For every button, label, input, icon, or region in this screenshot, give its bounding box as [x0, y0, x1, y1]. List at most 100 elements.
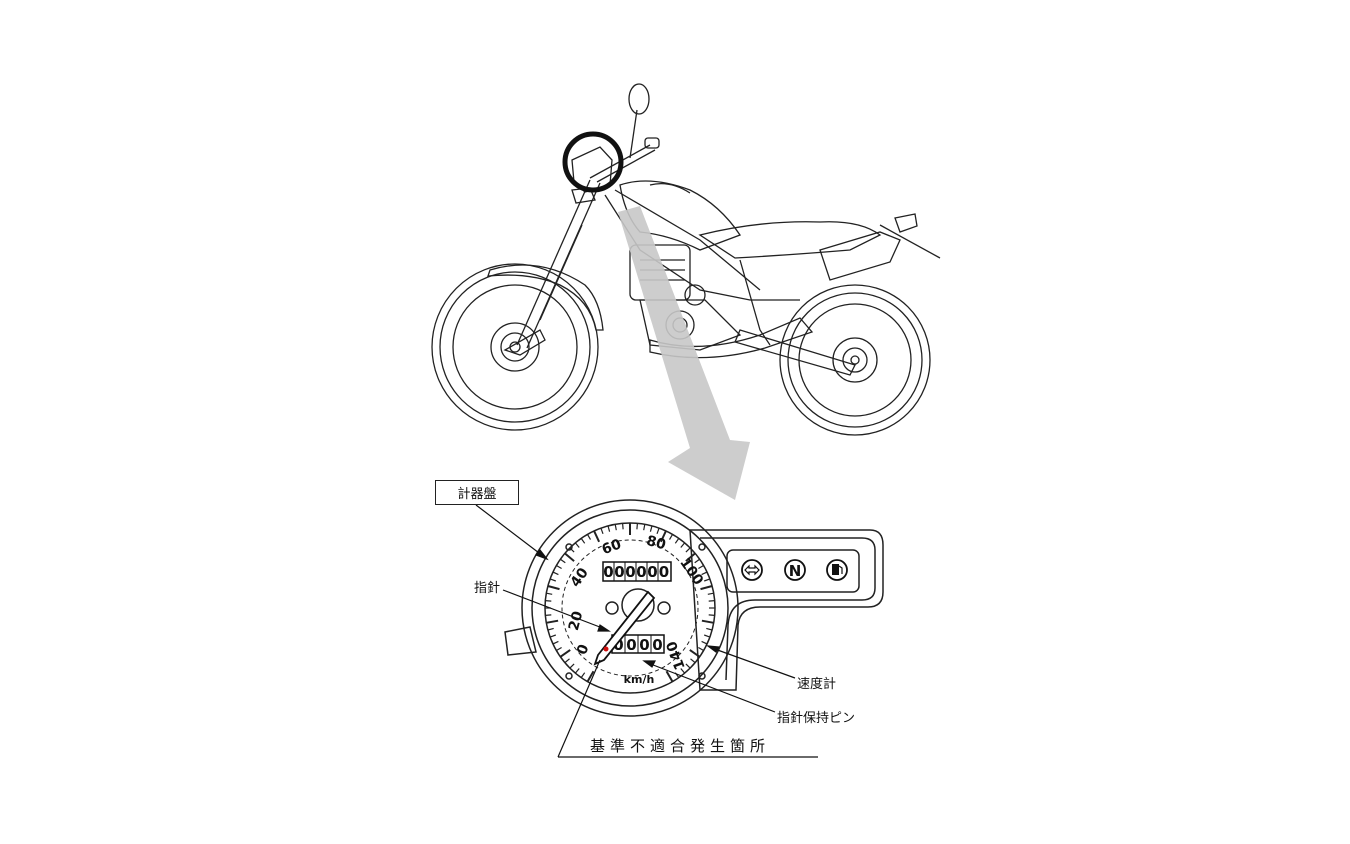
scale-tick	[574, 542, 580, 548]
scale-tick	[569, 663, 575, 669]
scale-tick	[701, 571, 708, 576]
scale-tick	[586, 670, 595, 683]
scale-tick	[685, 663, 691, 669]
scale-tick	[690, 658, 696, 664]
scale-tick	[685, 552, 696, 562]
scale-tick	[680, 668, 686, 674]
scale-tick	[703, 578, 711, 582]
front-fender	[487, 264, 604, 331]
scale-tick	[698, 564, 704, 570]
odometer-digit: 0	[647, 563, 657, 581]
scale-tick	[708, 600, 715, 602]
scale-tick	[600, 527, 604, 535]
scale-tick	[706, 627, 713, 631]
scale-tick	[580, 672, 586, 678]
odometer-digit: 0	[659, 563, 669, 581]
zoom-arrow	[618, 206, 750, 500]
tripmeter-digit: 0	[652, 636, 662, 654]
speed-tick-60: 60	[600, 536, 624, 558]
scale-tick	[649, 525, 653, 532]
indicator-housing	[689, 529, 884, 691]
scale-tick	[703, 634, 711, 638]
seat	[698, 221, 882, 259]
speed-tick-40: 40	[568, 565, 592, 590]
scale-tick	[659, 530, 667, 543]
tripmeter-digit: 0	[626, 636, 636, 654]
scale-tick	[636, 523, 638, 530]
scale-tick	[614, 524, 617, 531]
speed-scale-ticks	[545, 523, 715, 683]
scale-tick	[559, 649, 571, 658]
scale-tick	[674, 538, 680, 544]
scale-tick	[556, 564, 562, 570]
needle-hub	[621, 588, 655, 622]
odometer-digit: 0	[614, 563, 624, 581]
headlight	[571, 146, 613, 204]
scale-tick	[547, 585, 560, 591]
motorcycle-illustration	[431, 83, 941, 436]
scale-tick	[707, 592, 714, 595]
needle-pin-label: 指針保持ピン	[777, 711, 856, 726]
scale-tick	[708, 614, 715, 616]
scale-tick	[668, 534, 674, 540]
tripmeter: 0 0 0 0	[611, 634, 665, 654]
speed-unit: km/h	[624, 673, 655, 686]
scale-tick	[593, 530, 601, 543]
indicator-lamps: N	[741, 559, 848, 581]
speed-tick-140: 140	[664, 639, 689, 672]
scale-tick	[700, 585, 713, 591]
scale-tick	[547, 627, 554, 631]
scale-tick	[546, 619, 559, 624]
fuel-icon	[826, 559, 848, 581]
scale-tick	[545, 600, 552, 602]
front-wheel	[431, 263, 599, 431]
odometer: 0 0 0 0 0 0	[602, 561, 672, 582]
scale-tick	[622, 523, 624, 530]
swingarm	[734, 329, 856, 376]
speedometer-label: 速度計	[797, 677, 837, 692]
scale-tick	[549, 634, 557, 638]
highlight-circle	[562, 131, 624, 193]
scale-tick	[564, 658, 570, 664]
scale-tick	[701, 619, 714, 624]
svg-text:N: N	[789, 562, 802, 580]
tripmeter-digit: 0	[639, 636, 649, 654]
scale-tick	[685, 547, 691, 553]
odometer-digit: 0	[636, 563, 646, 581]
scale-tick	[701, 640, 708, 645]
tail-light	[894, 213, 918, 233]
scale-tick	[549, 578, 557, 582]
scale-tick	[556, 646, 562, 652]
leader-lines	[475, 504, 818, 758]
scale-tick	[665, 670, 674, 683]
instrument-panel-label: 計器盤	[435, 480, 519, 505]
scale-tick	[586, 534, 592, 540]
front-fork	[503, 179, 601, 356]
gauge-bezel	[521, 499, 739, 717]
rear-wheel	[779, 284, 931, 436]
turn-signal-icon	[741, 559, 763, 581]
speed-tick-0: 0	[574, 642, 592, 657]
scale-tick	[580, 538, 586, 544]
scale-tick	[574, 668, 580, 674]
odometer-digit: 0	[603, 563, 613, 581]
needle-label: 指針	[474, 581, 501, 596]
scale-tick	[689, 649, 701, 658]
scale-tick	[552, 640, 559, 645]
scale-tick	[552, 571, 559, 576]
scale-tick	[546, 592, 553, 595]
scale-tick	[694, 558, 700, 564]
side-panel	[819, 231, 901, 281]
speed-tick-20: 20	[566, 609, 587, 632]
indicator-window	[726, 549, 860, 593]
tripmeter-digit: 0	[613, 636, 623, 654]
mount-bracket	[504, 626, 537, 656]
speed-tick-80: 80	[645, 533, 668, 554]
scale-tick	[607, 525, 611, 532]
speed-tick-100: 100	[676, 555, 706, 588]
scale-tick	[560, 558, 566, 564]
needle-pin	[603, 646, 609, 652]
scale-tick	[643, 524, 646, 531]
scale-tick	[680, 542, 686, 548]
